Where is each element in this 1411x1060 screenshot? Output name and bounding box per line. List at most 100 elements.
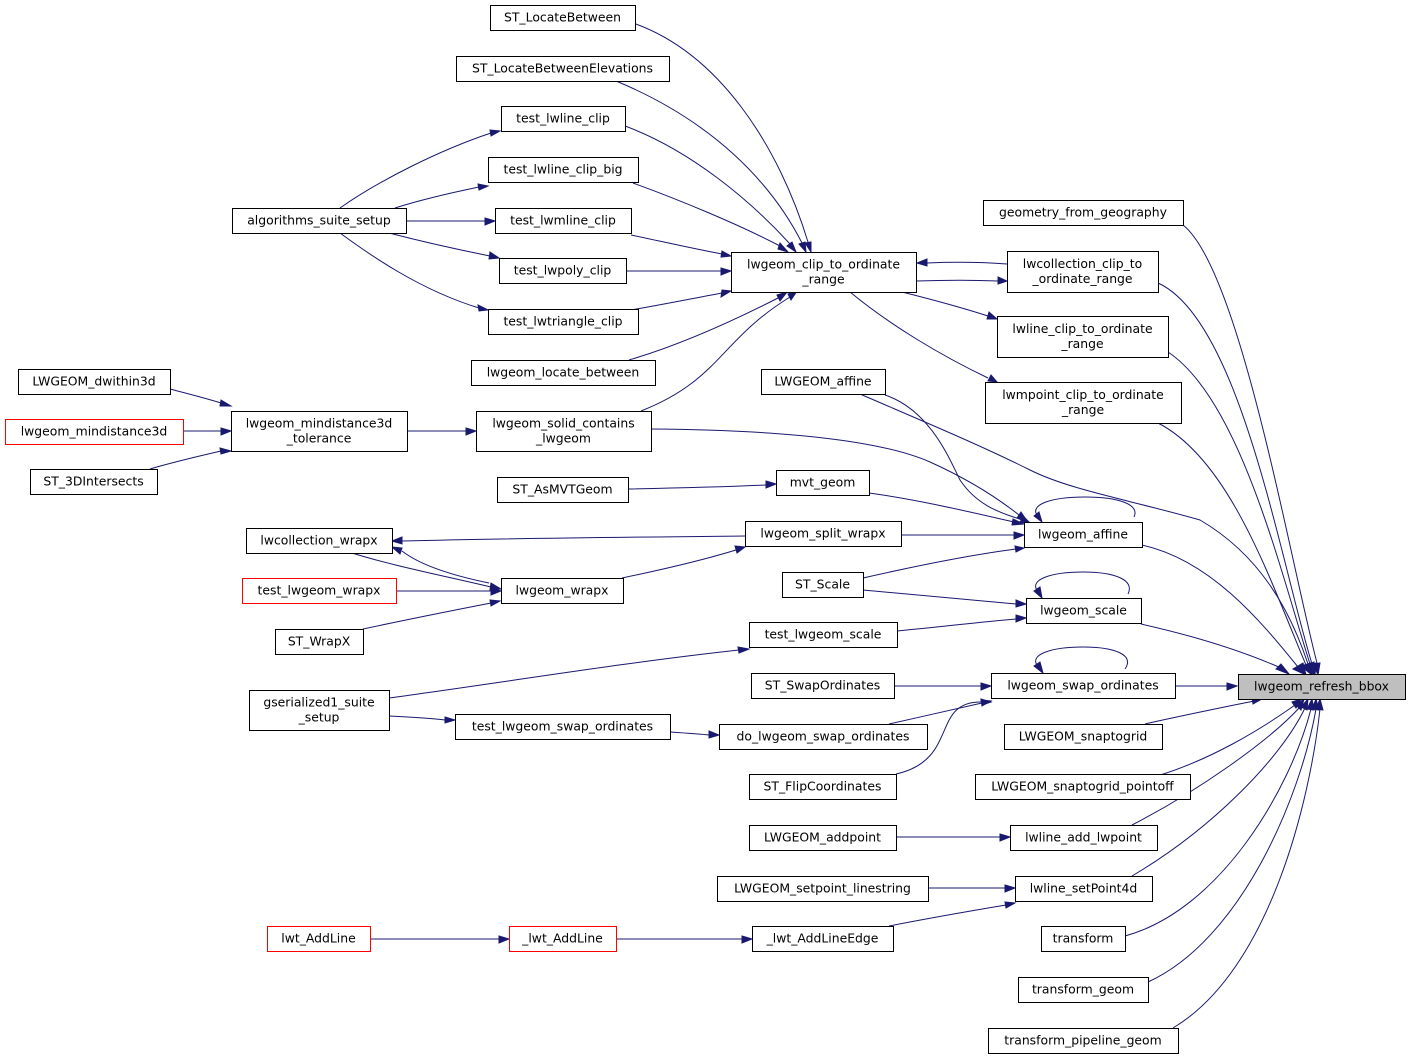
node-t-lwmline-clip[interactable]: test_lwmline_clip: [495, 208, 632, 234]
call-edge-50: [362, 599, 502, 630]
call-edge-44: [901, 531, 1026, 540]
node-label: mvt_geom: [790, 475, 856, 490]
node-snap-po[interactable]: LWGEOM_snaptogrid_pointoff: [975, 774, 1191, 800]
node-lwt-addline-edge[interactable]: _lwt_AddLineEdge: [752, 926, 894, 952]
node-lwmpoint-clip[interactable]: lwmpoint_clip_to_ordinate_range: [985, 382, 1182, 424]
node-dwithin3d[interactable]: LWGEOM_dwithin3d: [18, 369, 171, 395]
node-clip-ord[interactable]: lwgeom_clip_to_ordinate_range: [731, 252, 917, 293]
call-edge-45: [390, 535, 746, 545]
node-lwgeom-setpoint-ls[interactable]: LWGEOM_setpoint_linestring: [717, 876, 929, 902]
edge-arrowhead: [1004, 901, 1017, 909]
node-st-3dintersects[interactable]: ST_3DIntersects: [30, 469, 158, 495]
node-do-swap[interactable]: do_lwgeom_swap_ordinates: [719, 724, 928, 750]
node-box: [761, 369, 886, 395]
node-st-locbetweenelev[interactable]: ST_LocateBetweenElevations: [456, 56, 670, 82]
node-label: lwgeom_clip_to_ordinate: [747, 257, 900, 272]
node-label: _range: [1060, 336, 1103, 351]
node-swap[interactable]: lwgeom_swap_ordinates: [991, 673, 1176, 699]
edge-line: [1035, 496, 1136, 518]
edge-line: [1167, 351, 1311, 665]
call-edge-8: [1156, 698, 1303, 777]
node-box: [1018, 977, 1149, 1003]
node-label: do_lwgeom_swap_ordinates: [737, 729, 910, 744]
node-mindist3d-red[interactable]: lwgeom_mindistance3d: [5, 419, 184, 445]
node-t-lwline-clip-big[interactable]: test_lwline_clip_big: [488, 157, 639, 183]
node-algo-setup[interactable]: algorithms_suite_setup: [232, 208, 407, 234]
node-lwgeom-affine-sql[interactable]: LWGEOM_affine: [761, 369, 886, 395]
node-gser-setup[interactable]: gserialized1_suite_setup: [249, 690, 390, 731]
edge-arrowhead: [708, 730, 721, 739]
node-box: [249, 690, 390, 731]
call-edge-17: [849, 291, 999, 383]
node-transform-geom[interactable]: transform_geom: [1018, 977, 1149, 1003]
node-label: _lwt_AddLine: [521, 931, 603, 946]
node-t-swap[interactable]: test_lwgeom_swap_ordinates: [455, 714, 671, 740]
edge-line: [401, 535, 746, 542]
node-split-wrapx[interactable]: lwgeom_split_wrapx: [745, 521, 902, 547]
node-lwgeom-addpoint[interactable]: LWGEOM_addpoint: [749, 825, 897, 851]
node-box: [975, 774, 1191, 800]
node-lwcol-clip[interactable]: lwcollection_clip_to_ordinate_range: [1007, 251, 1159, 293]
call-edge-16: [901, 291, 999, 320]
call-edge-27: [630, 289, 733, 311]
node-lwline-clip[interactable]: lwline_clip_to_ordinate_range: [997, 316, 1169, 358]
edge-line: [895, 701, 984, 775]
node-mindist3d[interactable]: lwgeom_mindistance3d_tolerance: [231, 411, 408, 452]
node-box: [1007, 251, 1159, 293]
node-refresh[interactable]: lwgeom_refresh_bbox: [1238, 674, 1406, 700]
node-scale[interactable]: lwgeom_scale: [1026, 598, 1142, 624]
node-box: [991, 673, 1176, 699]
node-snap[interactable]: LWGEOM_snaptogrid: [1004, 724, 1163, 750]
node-st-wrapx[interactable]: ST_WrapX: [275, 629, 364, 655]
node-affine[interactable]: lwgeom_affine: [1024, 522, 1143, 548]
node-lwcol-wrapx[interactable]: lwcollection_wrapx: [246, 528, 393, 554]
node-box: [1238, 674, 1406, 700]
node-label: lwgeom_wrapx: [516, 583, 609, 598]
node-t-lwpoly-clip[interactable]: test_lwpoly_clip: [499, 258, 627, 284]
edge-line: [401, 550, 490, 584]
node-add-lwpoint[interactable]: lwline_add_lwpoint: [1010, 825, 1158, 851]
node-t-lwgeom-scale[interactable]: test_lwgeom_scale: [749, 622, 898, 648]
node-lwt-addline[interactable]: lwt_AddLine: [267, 926, 371, 952]
edge-line: [394, 186, 480, 209]
edge-line: [1182, 224, 1318, 664]
edge-arrowhead: [1295, 697, 1305, 711]
edge-line: [627, 484, 767, 490]
edge-line: [1035, 571, 1130, 595]
node-t-lwtriangle-clip[interactable]: test_lwtriangle_clip: [488, 309, 639, 335]
call-edge-31: [339, 129, 502, 209]
node-solid-contains[interactable]: lwgeom_solid_contains_lwgeom: [476, 411, 652, 452]
node-locate-between[interactable]: lwgeom_locate_between: [471, 360, 656, 386]
edge-line: [1157, 422, 1307, 666]
node-transform-pipe[interactable]: transform_pipeline_geom: [988, 1028, 1179, 1054]
edge-layer: [149, 20, 1324, 1029]
node-box: [499, 258, 627, 284]
node-st-locbetween[interactable]: ST_LocateBetween: [490, 5, 636, 31]
node-label: ST_AsMVTGeom: [512, 482, 612, 497]
node-box: [267, 926, 371, 952]
node-t-lwgeom-wrapx[interactable]: test_lwgeom_wrapx: [242, 578, 397, 604]
edge-line: [888, 702, 983, 725]
node-lwgeom-wrapx[interactable]: lwgeom_wrapx: [501, 578, 624, 604]
edge-line: [351, 552, 492, 588]
node-geogr[interactable]: geometry_from_geography: [983, 200, 1184, 226]
node-box: [719, 724, 928, 750]
node-transform[interactable]: transform: [1041, 926, 1126, 952]
node-box: [455, 714, 671, 740]
node-st-scale[interactable]: ST_Scale: [782, 572, 864, 598]
node-label: transform_pipeline_geom: [1004, 1033, 1161, 1048]
node-st-asmvtgeom[interactable]: ST_AsMVTGeom: [497, 477, 629, 503]
edge-line: [640, 296, 791, 412]
node-lwt-addline-u[interactable]: _lwt_AddLine: [509, 926, 617, 952]
node-t-lwline-clip[interactable]: test_lwline_clip: [501, 106, 626, 132]
edge-line: [630, 292, 723, 311]
node-setpoint4d[interactable]: lwline_setPoint4d: [1015, 876, 1153, 902]
node-label: lwline_add_lwpoint: [1025, 830, 1142, 845]
edge-arrowhead: [980, 698, 993, 706]
edge-arrowhead: [720, 250, 733, 258]
node-mvt-geom[interactable]: mvt_geom: [776, 470, 870, 496]
node-st-swapord[interactable]: ST_SwapOrdinates: [751, 673, 895, 699]
node-st-flip[interactable]: ST_FlipCoordinates: [749, 774, 897, 800]
edge-line: [1147, 708, 1317, 983]
